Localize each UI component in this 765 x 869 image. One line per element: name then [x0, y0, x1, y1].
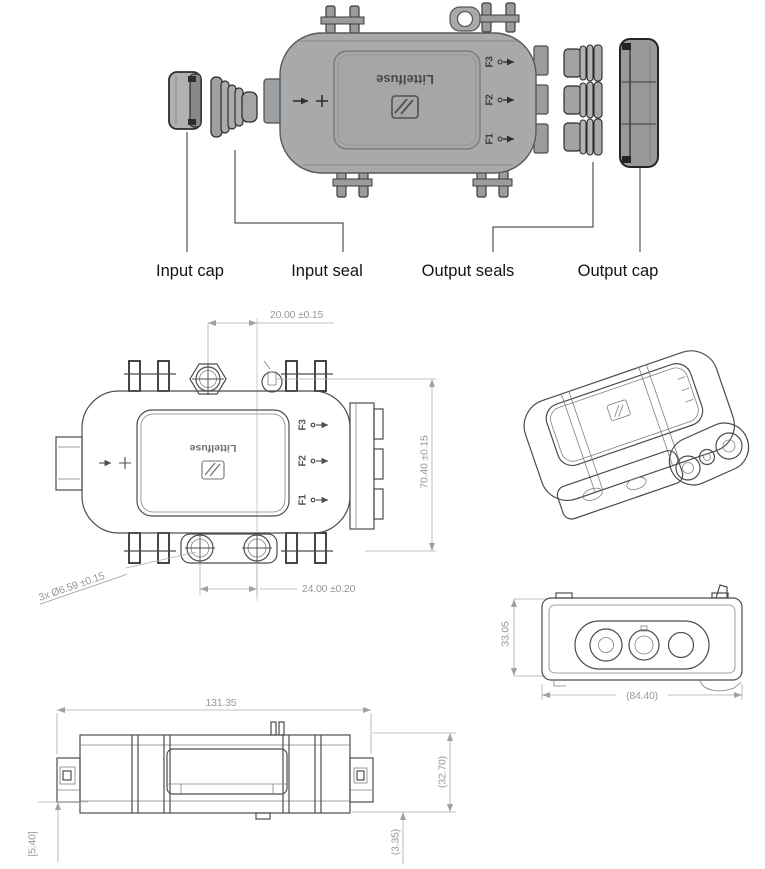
brand-logo-top: Littelfuse	[190, 442, 237, 480]
svg-text:24.00 ±0.20: 24.00 ±0.20	[302, 583, 356, 595]
end-body-outline	[541, 597, 743, 681]
leader-input-seal	[234, 150, 344, 252]
fuse-label-f2: F2	[485, 94, 496, 106]
svg-text:20.00 ±0.15: 20.00 ±0.15	[270, 309, 324, 321]
port-cluster-outline	[574, 620, 710, 670]
littelfuse-mark-icon	[201, 460, 225, 480]
fuse-row-f2: F2	[485, 94, 514, 106]
svg-text:70.40 ±0.15: 70.40 ±0.15	[419, 435, 431, 489]
side-lid	[166, 748, 288, 795]
fuse-label-f1: F1	[298, 494, 309, 506]
dim-right-height: 70.40 ±0.15	[277, 378, 436, 552]
fuse-row-f3-top: F3	[298, 419, 328, 431]
leader-output-seals	[492, 162, 594, 252]
lug-hole	[456, 10, 474, 28]
fuse-label-f2: F2	[298, 455, 309, 467]
dim-side-height: (32.70)	[352, 732, 456, 813]
fuse-label-f1: F1	[485, 133, 496, 145]
isometric-view	[523, 350, 750, 520]
top-view: 20.00 ±0.15	[37, 309, 436, 605]
input-cap-part	[168, 71, 202, 130]
svg-text:3x Ø6.59 ±0.15: 3x Ø6.59 ±0.15	[37, 570, 106, 604]
output-seal-2	[563, 81, 603, 119]
end-output-ports	[589, 625, 695, 662]
input-arrow-icon	[293, 95, 328, 107]
output-seal-3	[563, 44, 603, 82]
fuse-row-f3: F3	[485, 56, 514, 68]
svg-text:33.05: 33.05	[500, 621, 512, 647]
iso-output-ports	[675, 432, 743, 481]
bottom-hook	[699, 679, 742, 692]
brand-text: Littelfuse	[376, 72, 434, 87]
right-connector	[349, 757, 374, 803]
mounting-tabs	[124, 360, 333, 564]
part-label-output-cap: Output cap	[578, 262, 659, 280]
output-seals-part	[563, 44, 603, 156]
dim-mounting-holes: 3x Ø6.59 ±0.15	[37, 551, 197, 605]
brand-text: Littelfuse	[190, 442, 237, 454]
dim-length: 131.35	[56, 697, 372, 754]
output-seal-1	[563, 118, 603, 156]
svg-text:(32.70): (32.70)	[437, 756, 449, 788]
top-fin	[715, 584, 728, 599]
top-prong	[270, 721, 277, 736]
output-cap-part	[619, 38, 659, 168]
top-screw-boss	[189, 363, 227, 395]
dim-end-width: (84.40)	[541, 684, 743, 702]
left-connector	[56, 757, 81, 803]
part-label-input-cap: Input cap	[156, 262, 224, 280]
svg-text:[5.40]: [5.40]	[27, 831, 39, 856]
latch-detail	[261, 360, 283, 393]
fuse-row-f2-top: F2	[298, 455, 328, 467]
part-label-output-seals: Output seals	[422, 262, 515, 280]
fuse-label-f3: F3	[298, 419, 309, 431]
exploded-view: Littelfuse F3 F2 F1	[156, 2, 659, 280]
lid-outline	[136, 409, 290, 517]
top-prong	[278, 721, 285, 736]
fuse-row-f1: F1	[485, 133, 514, 145]
output-connector-block	[349, 402, 384, 530]
strap-bands	[131, 735, 322, 813]
input-seal-part	[210, 76, 258, 138]
side-view: 131.35	[27, 697, 456, 864]
part-label-input-seal: Input seal	[291, 262, 363, 280]
fuse-row-f1-top: F1	[298, 494, 328, 506]
svg-text:(84.40): (84.40)	[626, 690, 658, 702]
dim-bottom-width: 24.00 ±0.20	[199, 563, 356, 595]
brand-logo-exploded: Littelfuse	[376, 72, 434, 119]
dim-end-height: 33.05	[500, 598, 546, 677]
svg-text:131.35: 131.35	[206, 697, 237, 709]
littelfuse-mark-icon	[391, 95, 419, 119]
dim-top-width: 20.00 ±0.15	[207, 309, 334, 368]
input-connector	[55, 436, 83, 491]
main-body-part: Littelfuse F3 F2 F1	[263, 2, 549, 198]
bottom-tab	[255, 812, 271, 820]
end-view: 33.05 (84.40)	[500, 584, 743, 702]
dim-foot-right: (3.35)	[390, 812, 407, 864]
bottom-screw-bosses	[180, 533, 278, 564]
littelfuse-mark-icon	[606, 399, 631, 421]
dim-foot-left: [5.40]	[27, 801, 88, 862]
mounting-flange	[556, 450, 684, 520]
svg-text:(3.35): (3.35)	[390, 829, 402, 855]
fuse-label-f3: F3	[485, 56, 496, 68]
input-arrow-icon-top	[99, 457, 131, 469]
